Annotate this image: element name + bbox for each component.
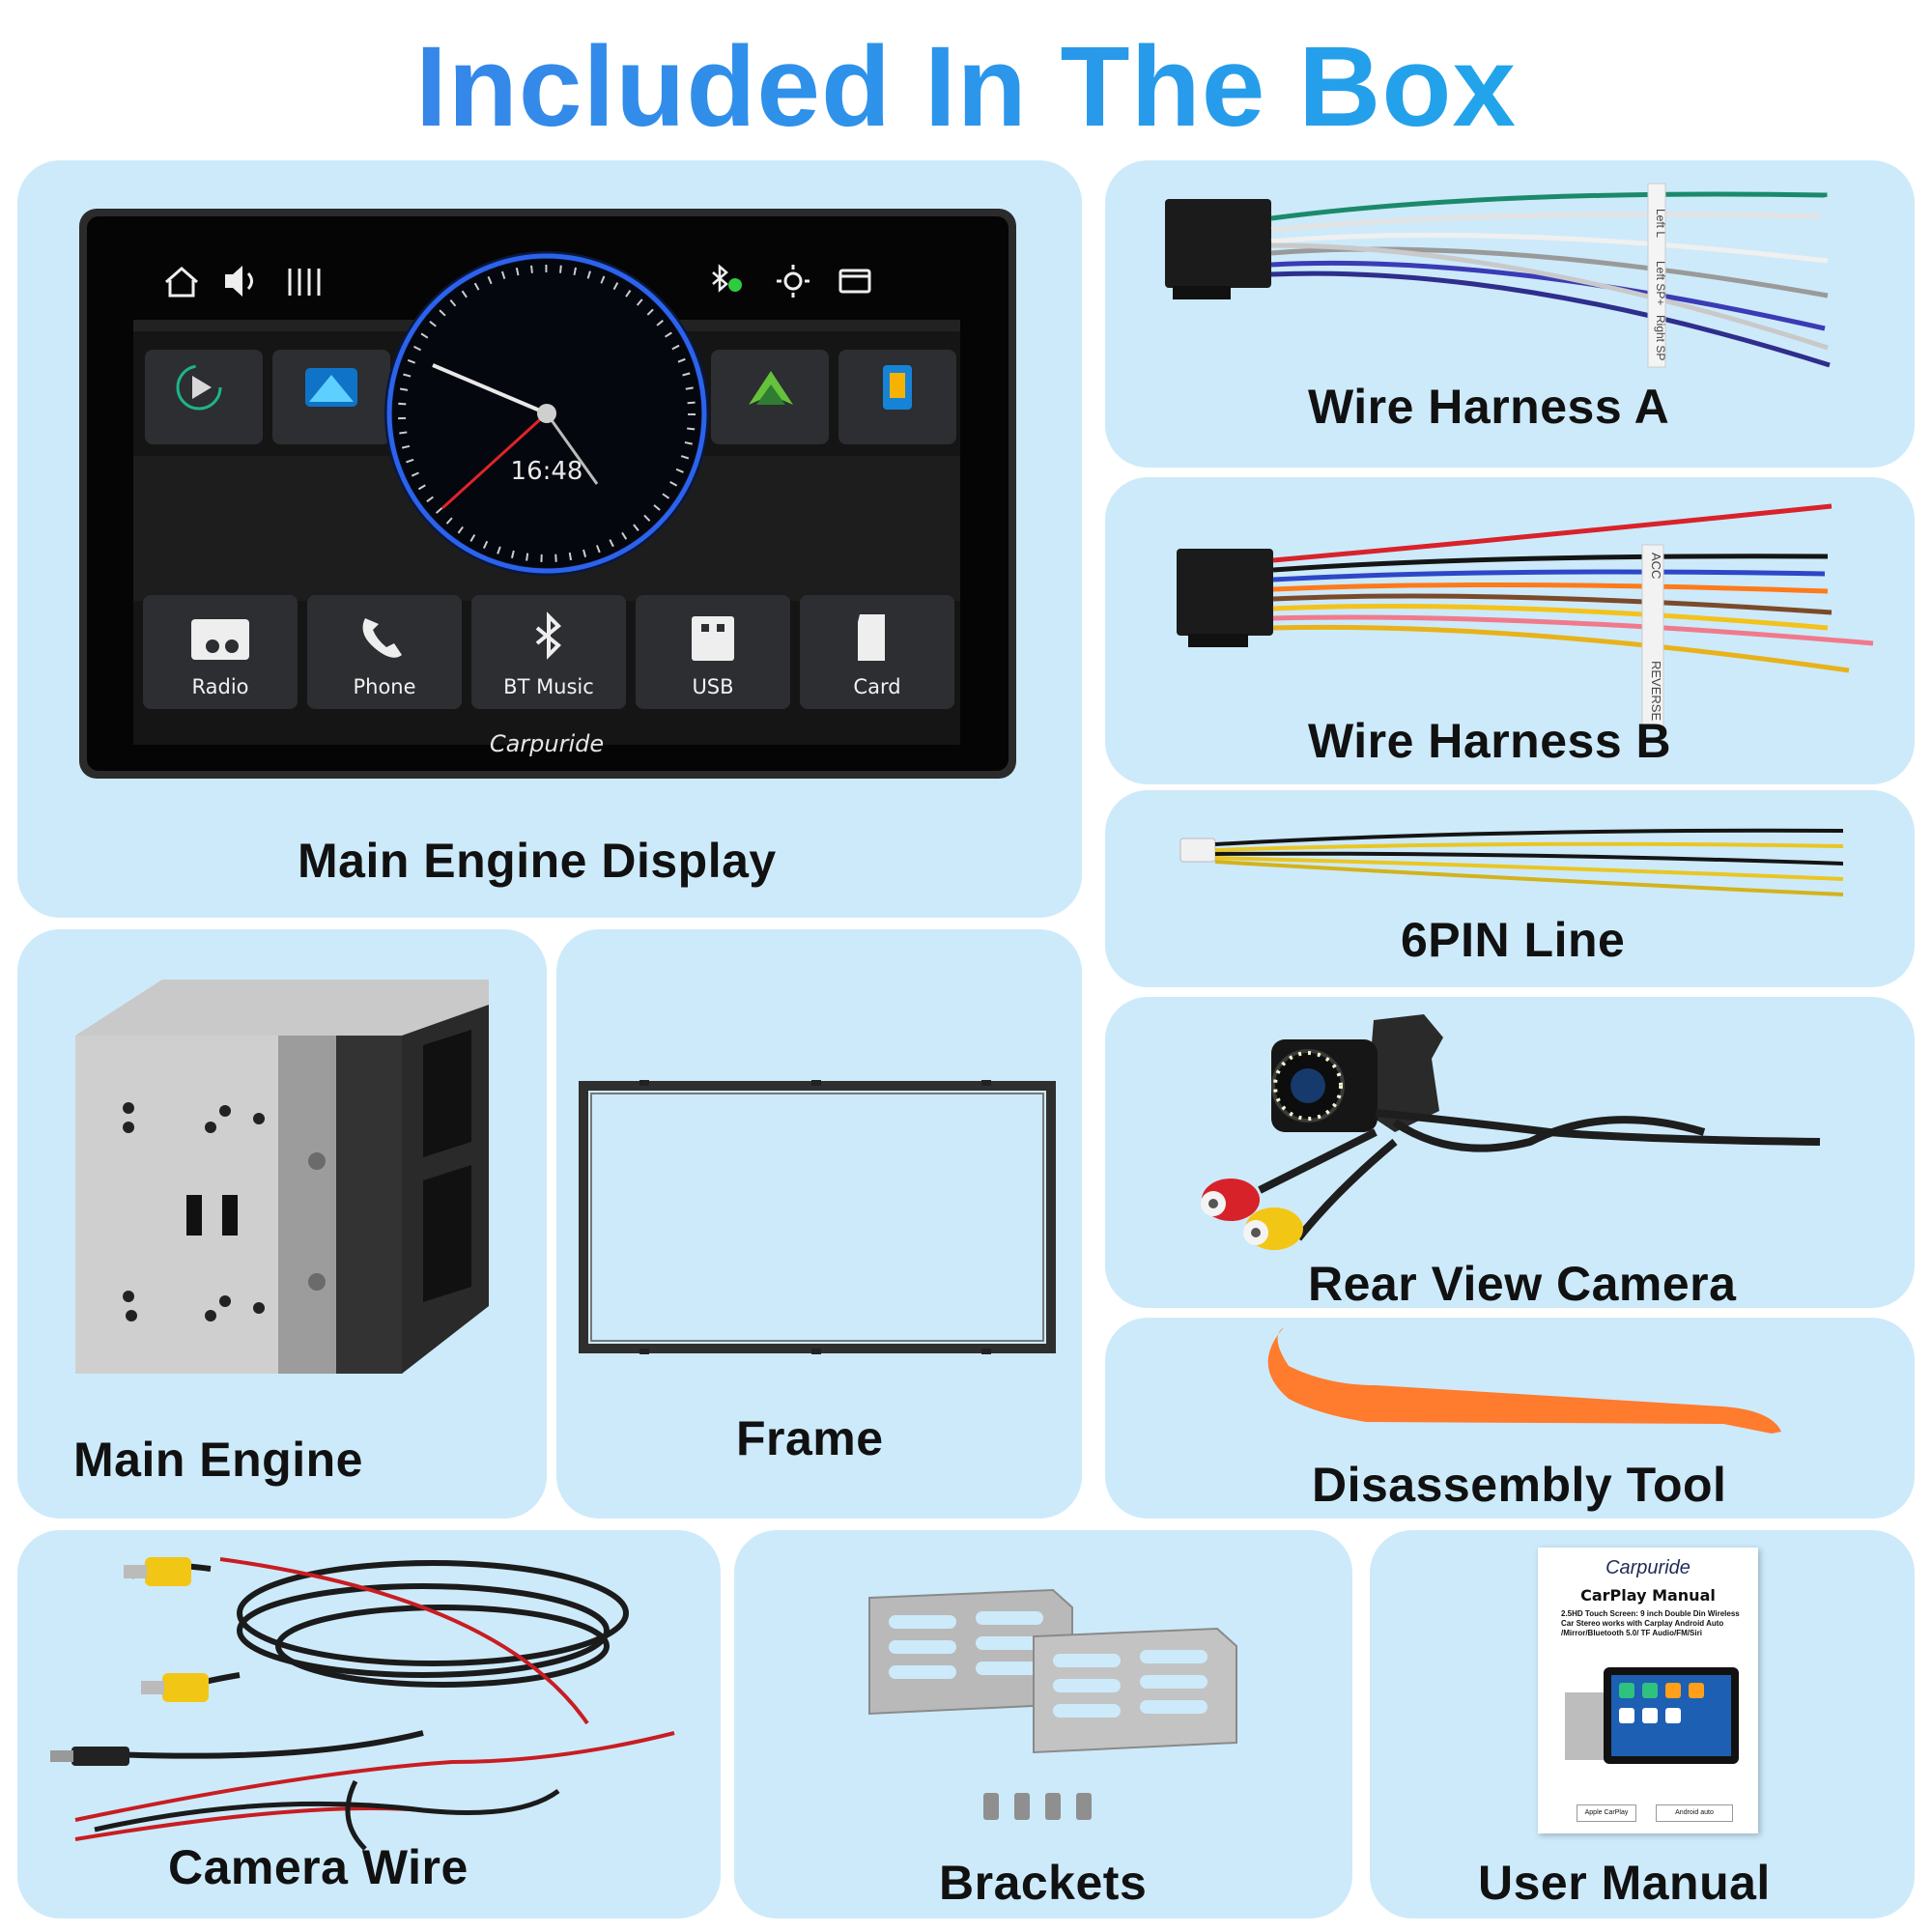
card-main-engine-display: 16:48: [17, 160, 1082, 918]
android-auto-icon: [749, 371, 793, 405]
tile-phone: Phone: [307, 595, 462, 709]
card-6pin-line: 6PIN Line: [1105, 790, 1915, 987]
clock-time: 16:48: [511, 457, 583, 486]
label-rear-view-camera: Rear View Camera: [1308, 1257, 1737, 1308]
wire-harness-b-illustration: ACC REVERSE: [1177, 503, 1874, 729]
bracket-left: [868, 1588, 1073, 1716]
card-wire-harness-b: ACC REVERSE Wire Harness B: [1105, 477, 1915, 784]
card-camera-wire: Camera Wire: [17, 1530, 721, 1918]
tile-radio: Radio: [143, 595, 298, 709]
frame-illustration: [579, 1080, 1056, 1354]
page-title: Included In The Box: [0, 21, 1932, 153]
label-main-engine: Main Engine: [73, 1433, 363, 1487]
tile-card: Card: [800, 595, 954, 709]
svg-text:Card: Card: [853, 675, 900, 698]
card-disassembly-tool: Disassembly Tool: [1105, 1318, 1915, 1519]
disassembly-tool-illustration: [1267, 1327, 1781, 1434]
brand-logo-display: Carpuride: [490, 730, 604, 757]
wire-b-tag-1: ACC: [1649, 553, 1663, 579]
svg-text:Radio: Radio: [191, 675, 248, 698]
camera-wire-illustration: [50, 1557, 675, 1851]
wire-a-tag-3: Right SP: [1654, 315, 1667, 360]
manual-description: 2.5HD Touch Screen: 9 inch Double Din Wi…: [1561, 1609, 1740, 1637]
analog-clock: [384, 251, 709, 576]
manual-heading: CarPlay Manual: [1580, 1586, 1716, 1605]
card-wire-harness-a: Left L Left SP+ Right SP Wire Harness A: [1105, 160, 1915, 468]
svg-text:BT Music: BT Music: [503, 675, 594, 698]
label-wire-harness-a: Wire Harness A: [1308, 380, 1670, 434]
carplay-icon: [305, 368, 357, 407]
manual-booklet: Carpuride CarPlay Manual 2.5HD Touch Scr…: [1538, 1548, 1758, 1833]
label-frame: Frame: [736, 1411, 884, 1465]
rear-view-camera-illustration: [1201, 1014, 1821, 1250]
label-camera-wire: Camera Wire: [168, 1840, 469, 1894]
bracket-right: [1033, 1627, 1237, 1754]
card-rear-view-camera: Rear View Camera: [1105, 997, 1915, 1308]
svg-text:USB: USB: [692, 675, 733, 698]
card-user-manual: Carpuride CarPlay Manual 2.5HD Touch Scr…: [1370, 1530, 1915, 1918]
manual-product-image: [1565, 1667, 1739, 1764]
wire-a-tag-1: Left L: [1654, 209, 1667, 238]
equalizer-icon: [288, 269, 321, 296]
label-brackets: Brackets: [939, 1856, 1148, 1910]
phone-link-icon: [883, 365, 912, 410]
six-pin-line-illustration: [1179, 828, 1844, 896]
svg-text:Phone: Phone: [353, 675, 415, 698]
manual-badge-android: Android auto: [1656, 1804, 1733, 1822]
brightness-icon: [777, 265, 810, 298]
card-brackets: Brackets: [734, 1530, 1352, 1918]
tile-bt-music: BT Music: [471, 595, 626, 709]
wire-b-tag-2: REVERSE: [1649, 661, 1663, 721]
screws: [983, 1793, 1092, 1820]
manual-badge-carplay: Apple CarPlay: [1577, 1804, 1636, 1822]
tile-usb: USB: [636, 595, 790, 709]
volume-icon: [225, 266, 253, 297]
head-unit-display-illustration: 16:48: [79, 209, 1016, 779]
label-wire-harness-b: Wire Harness B: [1308, 714, 1672, 768]
card-frame: Frame: [556, 929, 1082, 1519]
main-engine-illustration: [75, 980, 489, 1374]
label-main-engine-display: Main Engine Display: [298, 834, 777, 888]
card-main-engine: Main Engine: [17, 929, 547, 1519]
screen-mode-icon: [838, 269, 871, 294]
bluetooth-connected-icon: [712, 264, 742, 293]
home-icon: [165, 267, 198, 298]
wire-harness-a-illustration: Left L Left SP+ Right SP: [1165, 183, 1831, 368]
wire-a-tag-2: Left SP+: [1654, 261, 1667, 305]
brackets-illustration: [868, 1588, 1237, 1820]
label-disassembly-tool: Disassembly Tool: [1312, 1458, 1727, 1512]
manual-brand: Carpuride: [1605, 1557, 1690, 1578]
label-user-manual: User Manual: [1478, 1856, 1771, 1910]
label-6pin-line: 6PIN Line: [1401, 913, 1626, 967]
play-icon: [176, 364, 222, 411]
